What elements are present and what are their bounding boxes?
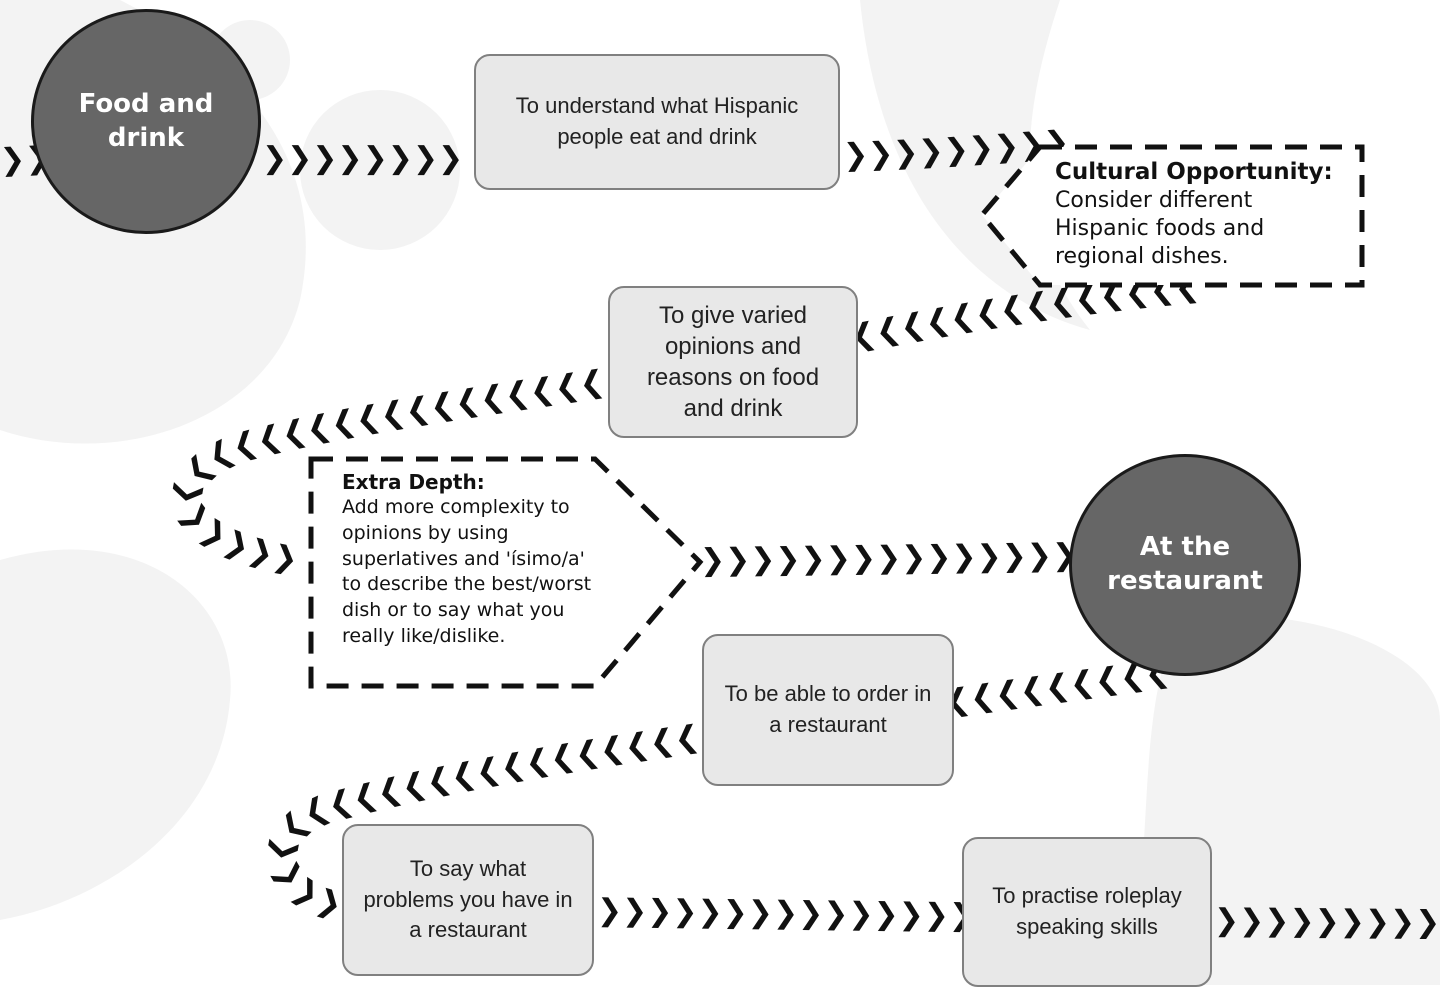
step-label: To say what problems you have in a resta… bbox=[363, 855, 573, 943]
step-label: To give varied opinions and reasons on f… bbox=[646, 301, 820, 423]
cultural-callout-title: Cultural Opportunity: bbox=[1055, 159, 1333, 185]
cultural-callout-body: Consider different Hispanic foods and re… bbox=[1055, 187, 1265, 270]
step-box-varied-opinions: To give varied opinions and reasons on f… bbox=[608, 286, 858, 438]
extra-depth-callout-body: Add more complexity to opinions by using… bbox=[342, 496, 592, 648]
cultural-callout: Cultural Opportunity: Consider different… bbox=[1055, 158, 1355, 271]
step-label: To practise roleplay speaking skills bbox=[992, 883, 1182, 939]
topic-circle-food-and-drink: Food and drink bbox=[31, 9, 261, 234]
extra-depth-callout-title: Extra Depth: bbox=[342, 470, 485, 494]
extra-depth-callout: Extra Depth: Add more complexity to opin… bbox=[342, 469, 600, 650]
step-box-order-restaurant: To be able to order in a restaurant bbox=[702, 634, 954, 786]
topic-circle-label: At the restaurant bbox=[1107, 532, 1263, 596]
step-box-problems-restaurant: To say what problems you have in a resta… bbox=[342, 824, 594, 976]
step-label: To be able to order in a restaurant bbox=[724, 681, 932, 737]
step-label: To understand what Hispanic people eat a… bbox=[515, 93, 799, 149]
step-box-practise-roleplay: To practise roleplay speaking skills bbox=[962, 837, 1212, 987]
step-box-understand-eat-drink: To understand what Hispanic people eat a… bbox=[474, 54, 840, 190]
topic-circle-at-the-restaurant: At the restaurant bbox=[1069, 454, 1301, 676]
topic-circle-label: Food and drink bbox=[78, 88, 214, 153]
